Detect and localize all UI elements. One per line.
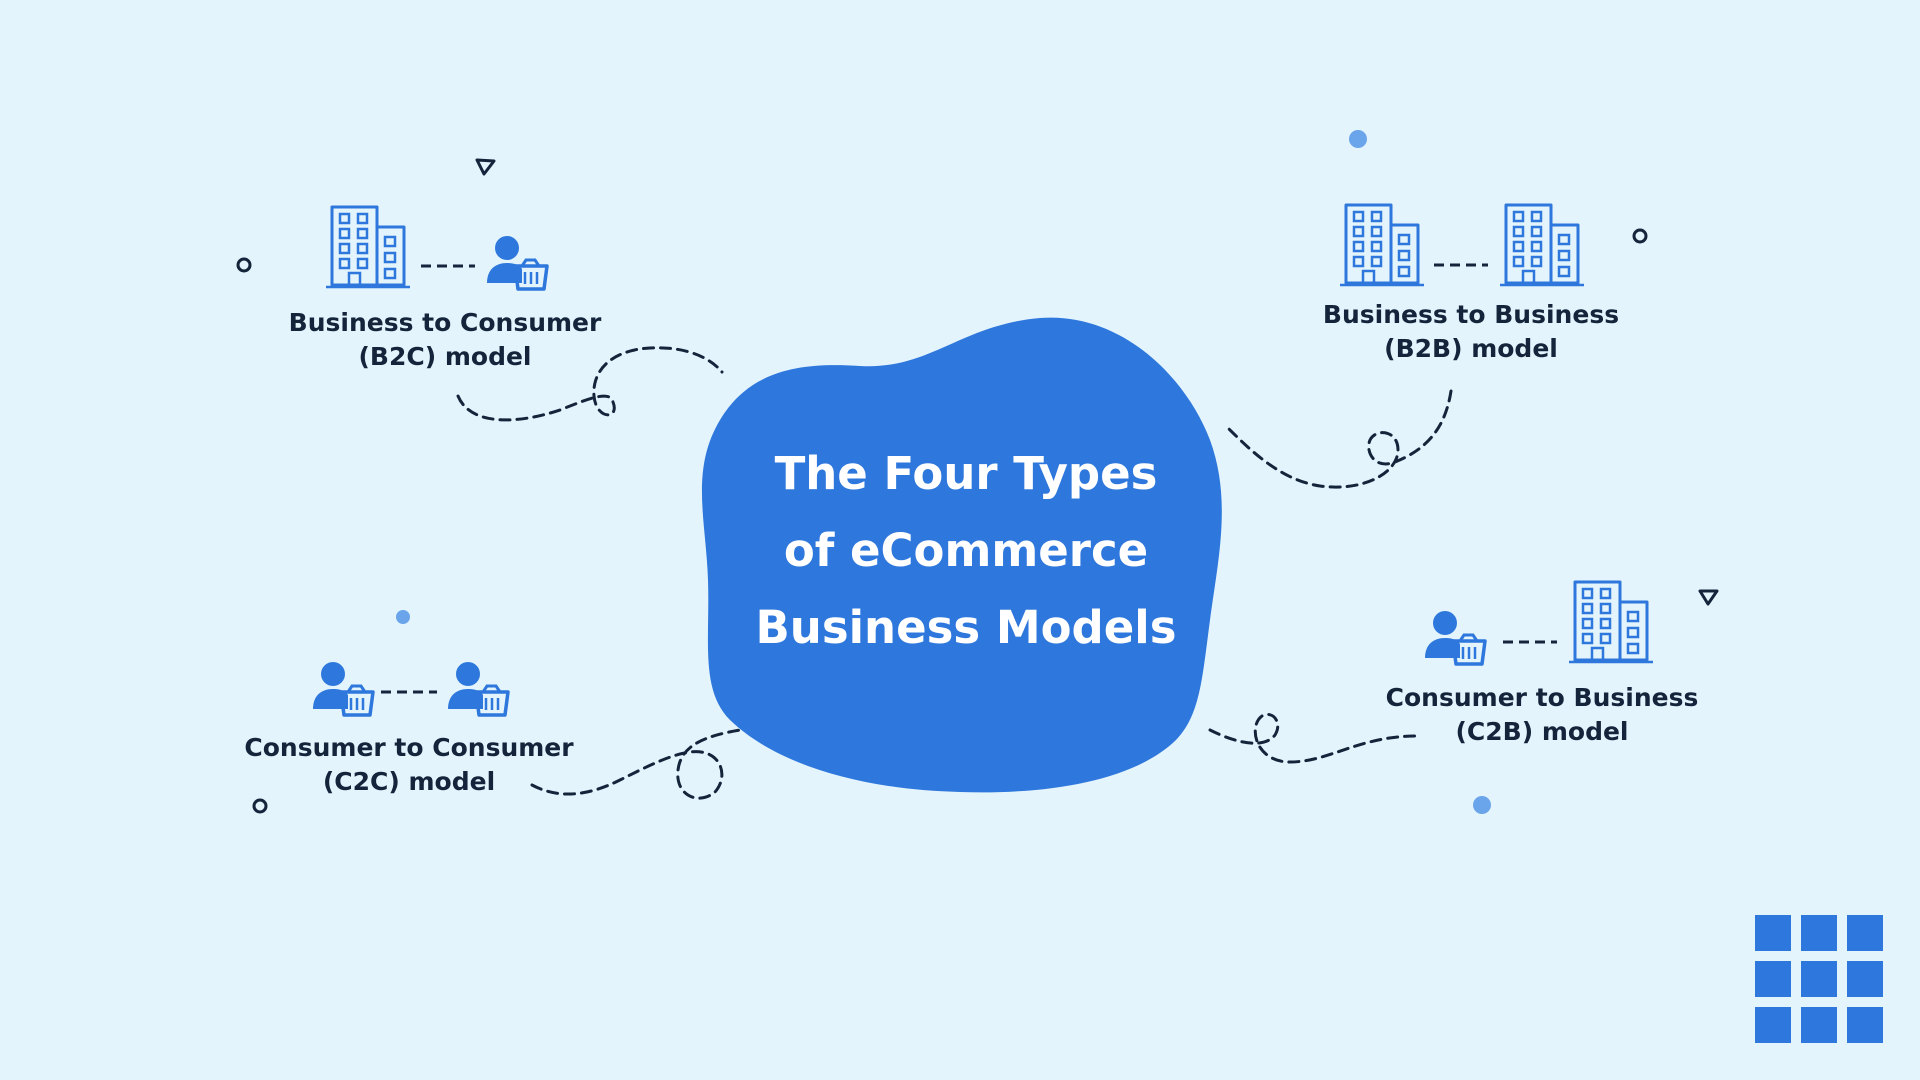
b2b-label-line2: (B2B) model [1384, 334, 1558, 363]
b2b-label: Business to Business (B2B) model [1271, 298, 1671, 366]
c2b-label-line2: (C2B) model [1455, 717, 1629, 746]
consumer-with-basket-icon [311, 660, 375, 717]
c2c-label-line2: (C2C) model [322, 767, 496, 796]
consumer-with-basket-icon [485, 234, 549, 291]
center-blob [701, 317, 1222, 793]
decor-dot [1473, 796, 1491, 814]
decor-triangle [1698, 589, 1719, 606]
c2b-icon-group [1423, 580, 1655, 666]
office-building-icon [1338, 203, 1426, 287]
connector-b2c [456, 346, 724, 422]
c2b-label: Consumer to Business (C2B) model [1342, 681, 1742, 749]
decor-triangle [475, 158, 496, 176]
c2c-icon-group [311, 660, 510, 717]
decor-ring [1632, 228, 1648, 244]
consumer-with-basket-icon [1423, 609, 1487, 666]
b2c-icon-group [324, 205, 549, 291]
office-building-icon [1498, 203, 1586, 287]
center-title-line: of eCommerce [783, 524, 1149, 577]
decor-ring [252, 798, 268, 814]
office-building-icon [324, 205, 412, 289]
connector-b2b [1223, 389, 1453, 489]
connector-c2c [530, 728, 742, 800]
b2c-label: Business to Consumer (B2C) model [245, 306, 645, 374]
decor-dot [1349, 130, 1367, 148]
decor-dot [396, 610, 410, 624]
center-title: The Four Types of eCommerce Business Mod… [716, 435, 1216, 666]
center-title-line: The Four Types [774, 447, 1158, 500]
b2c-label-line2: (B2C) model [358, 342, 532, 371]
decor-ring [236, 257, 252, 273]
b2b-icon-group [1338, 203, 1586, 287]
c2b-label-line1: Consumer to Business [1385, 683, 1699, 712]
c2c-label: Consumer to Consumer (C2C) model [209, 731, 609, 799]
c2c-label-line1: Consumer to Consumer [244, 733, 574, 762]
b2c-label-line1: Business to Consumer [288, 308, 602, 337]
grid-logo-icon [1755, 915, 1883, 1043]
center-title-line: Business Models [755, 601, 1177, 654]
b2b-label-line1: Business to Business [1322, 300, 1620, 329]
consumer-with-basket-icon [446, 660, 510, 717]
office-building-icon [1567, 580, 1655, 664]
connector-c2b [1208, 713, 1422, 764]
